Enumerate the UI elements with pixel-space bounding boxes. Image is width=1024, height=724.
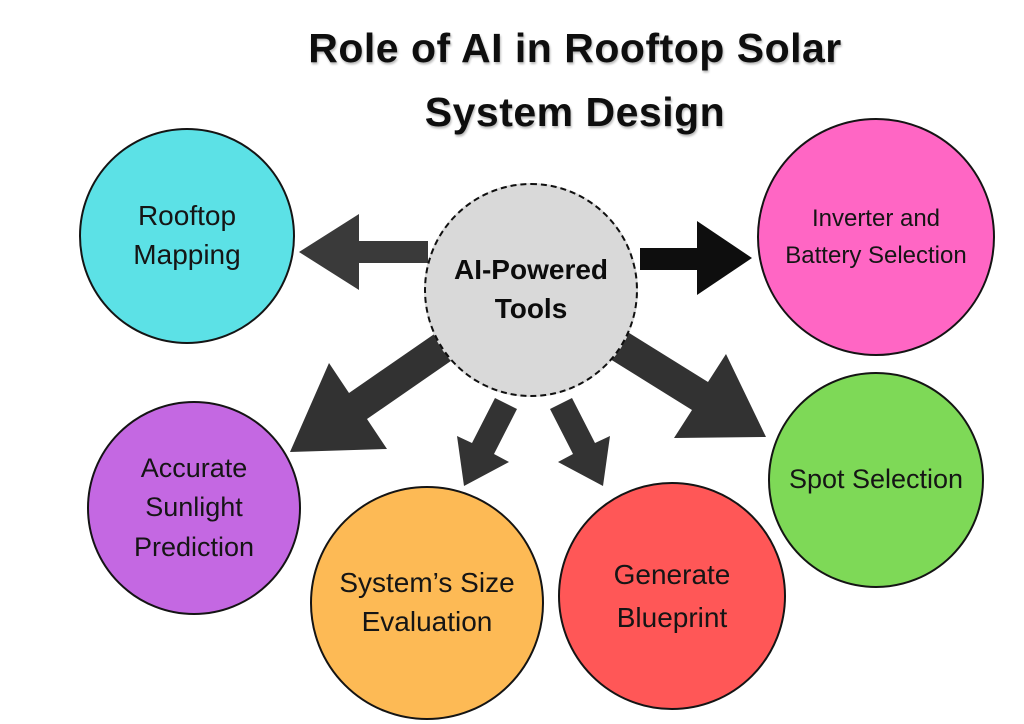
arrow-to-inverter-battery-icon — [640, 221, 752, 295]
node-accurate-sunlight-prediction-label: Accurate Sunlight Prediction — [134, 449, 254, 566]
center-label-line-1: AI-Powered — [453, 254, 609, 286]
label-line: Generate — [613, 558, 731, 590]
label-line: System’s Size — [339, 567, 515, 599]
node-rooftop-mapping: Rooftop Mapping — [79, 128, 295, 344]
title-line-2: System Design — [424, 89, 726, 135]
node-ai-powered-tools: AI-Powered Tools — [424, 183, 638, 397]
arrow-to-sunlight-prediction-icon — [290, 328, 461, 452]
label-line: Rooftop — [137, 200, 237, 232]
title-line-1: Role of AI in Rooftop Solar — [308, 25, 842, 71]
label-line: Sunlight — [145, 492, 243, 523]
arrow-to-rooftop-mapping-icon — [299, 214, 428, 290]
label-line: Spot Selection — [788, 464, 964, 495]
node-inverter-and-battery-selection: Inverter and Battery Selection — [757, 118, 995, 356]
node-generate-blueprint-label: Generate Blueprint — [614, 553, 731, 640]
node-systems-size-evaluation: System’s Size Evaluation — [310, 486, 544, 720]
arrow-to-generate-blueprint-icon — [550, 398, 610, 486]
label-line: Blueprint — [616, 602, 728, 633]
label-line: Prediction — [133, 531, 255, 562]
node-accurate-sunlight-prediction: Accurate Sunlight Prediction — [87, 401, 301, 615]
arrow-to-system-size-icon — [457, 398, 517, 486]
page-title: Role of AI in Rooftop Solar System Desig… — [130, 16, 1020, 144]
center-label-line-2: Tools — [494, 293, 568, 324]
label-line: Evaluation — [361, 606, 493, 637]
label-line: Accurate — [140, 453, 248, 484]
node-spot-selection: Spot Selection — [768, 372, 984, 588]
node-ai-powered-tools-label: AI-Powered Tools — [454, 251, 608, 328]
node-rooftop-mapping-label: Rooftop Mapping — [133, 197, 240, 274]
label-line: Inverter and — [811, 204, 941, 232]
node-generate-blueprint: Generate Blueprint — [558, 482, 786, 710]
node-inverter-and-battery-selection-label: Inverter and Battery Selection — [785, 200, 966, 274]
arrow-to-spot-selection-icon — [610, 331, 766, 438]
label-line: Battery Selection — [785, 242, 967, 269]
node-systems-size-evaluation-label: System’s Size Evaluation — [339, 564, 514, 641]
node-spot-selection-label: Spot Selection — [789, 461, 963, 498]
label-line: Mapping — [133, 239, 241, 270]
